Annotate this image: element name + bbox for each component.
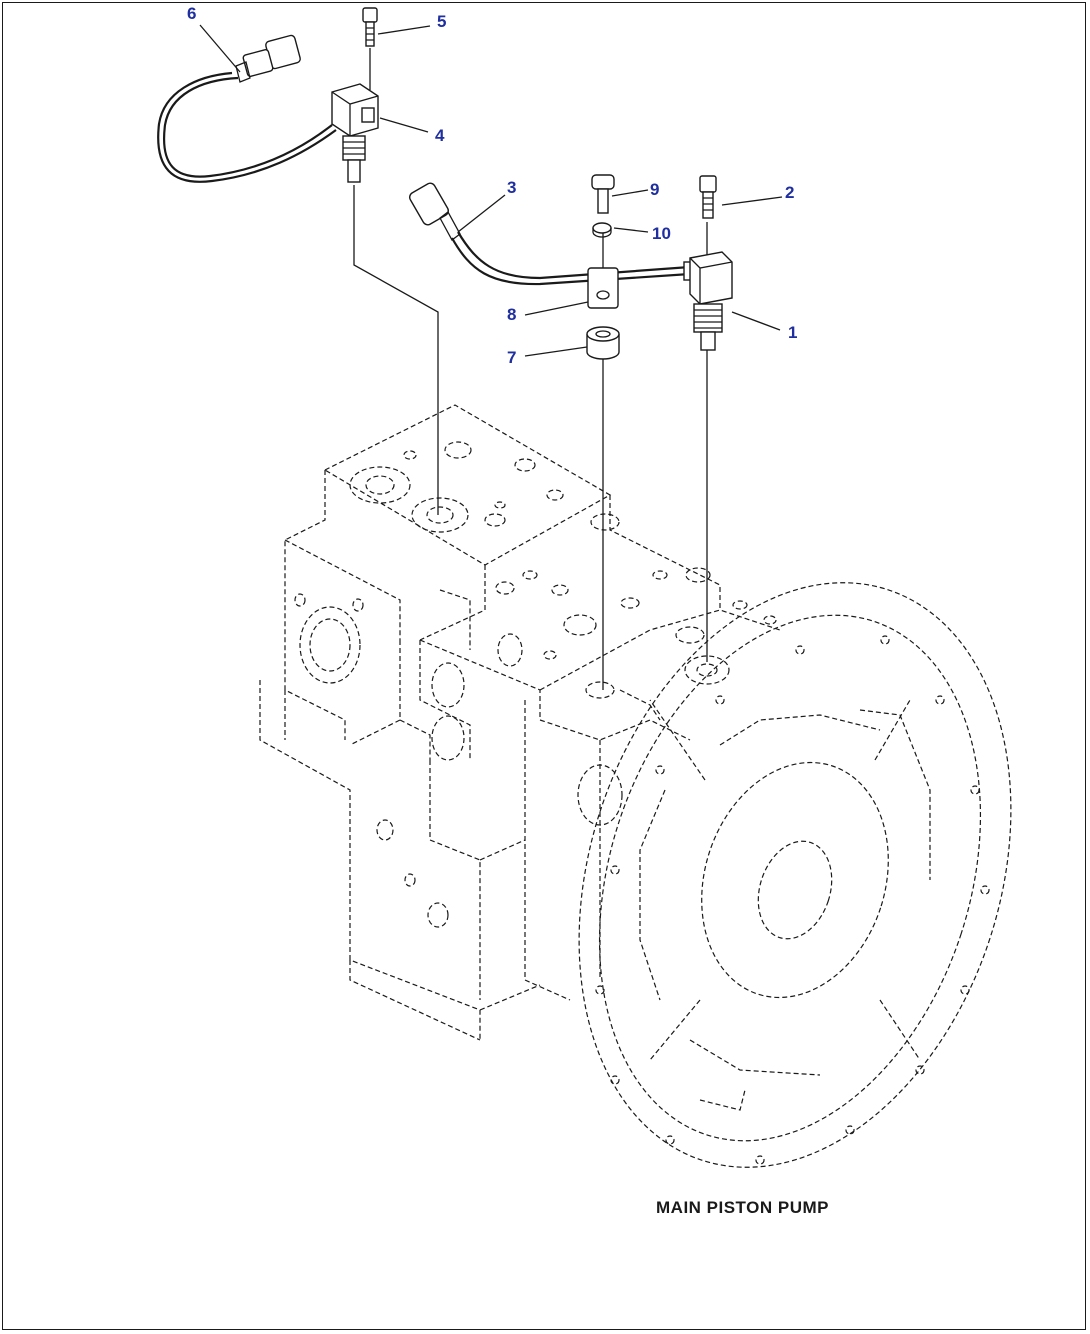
spacer-7-drawing [586, 326, 620, 360]
callout-10: 10 [652, 224, 671, 243]
callout-2: 2 [785, 183, 794, 202]
bolt-9-drawing [591, 174, 615, 214]
callout-leaders [199, 24, 783, 357]
callout-3: 3 [507, 178, 516, 197]
callout-6: 6 [187, 4, 196, 23]
assembly-center-lines [353, 48, 708, 690]
bolt-5-drawing [362, 7, 378, 47]
pressure-sensor-1-drawing [409, 182, 733, 351]
callout-5: 5 [437, 12, 446, 31]
diagram-caption: MAIN PISTON PUMP [656, 1198, 829, 1217]
callout-1: 1 [788, 323, 797, 342]
callout-8: 8 [507, 305, 516, 324]
washer-10-drawing [592, 222, 612, 238]
bolt-2-drawing [699, 175, 717, 219]
main-piston-pump-drawing [259, 404, 1012, 1168]
pressure-sensor-4-drawing [157, 34, 379, 183]
callout-7: 7 [507, 348, 516, 367]
callout-4: 4 [435, 126, 445, 145]
callout-9: 9 [650, 180, 659, 199]
